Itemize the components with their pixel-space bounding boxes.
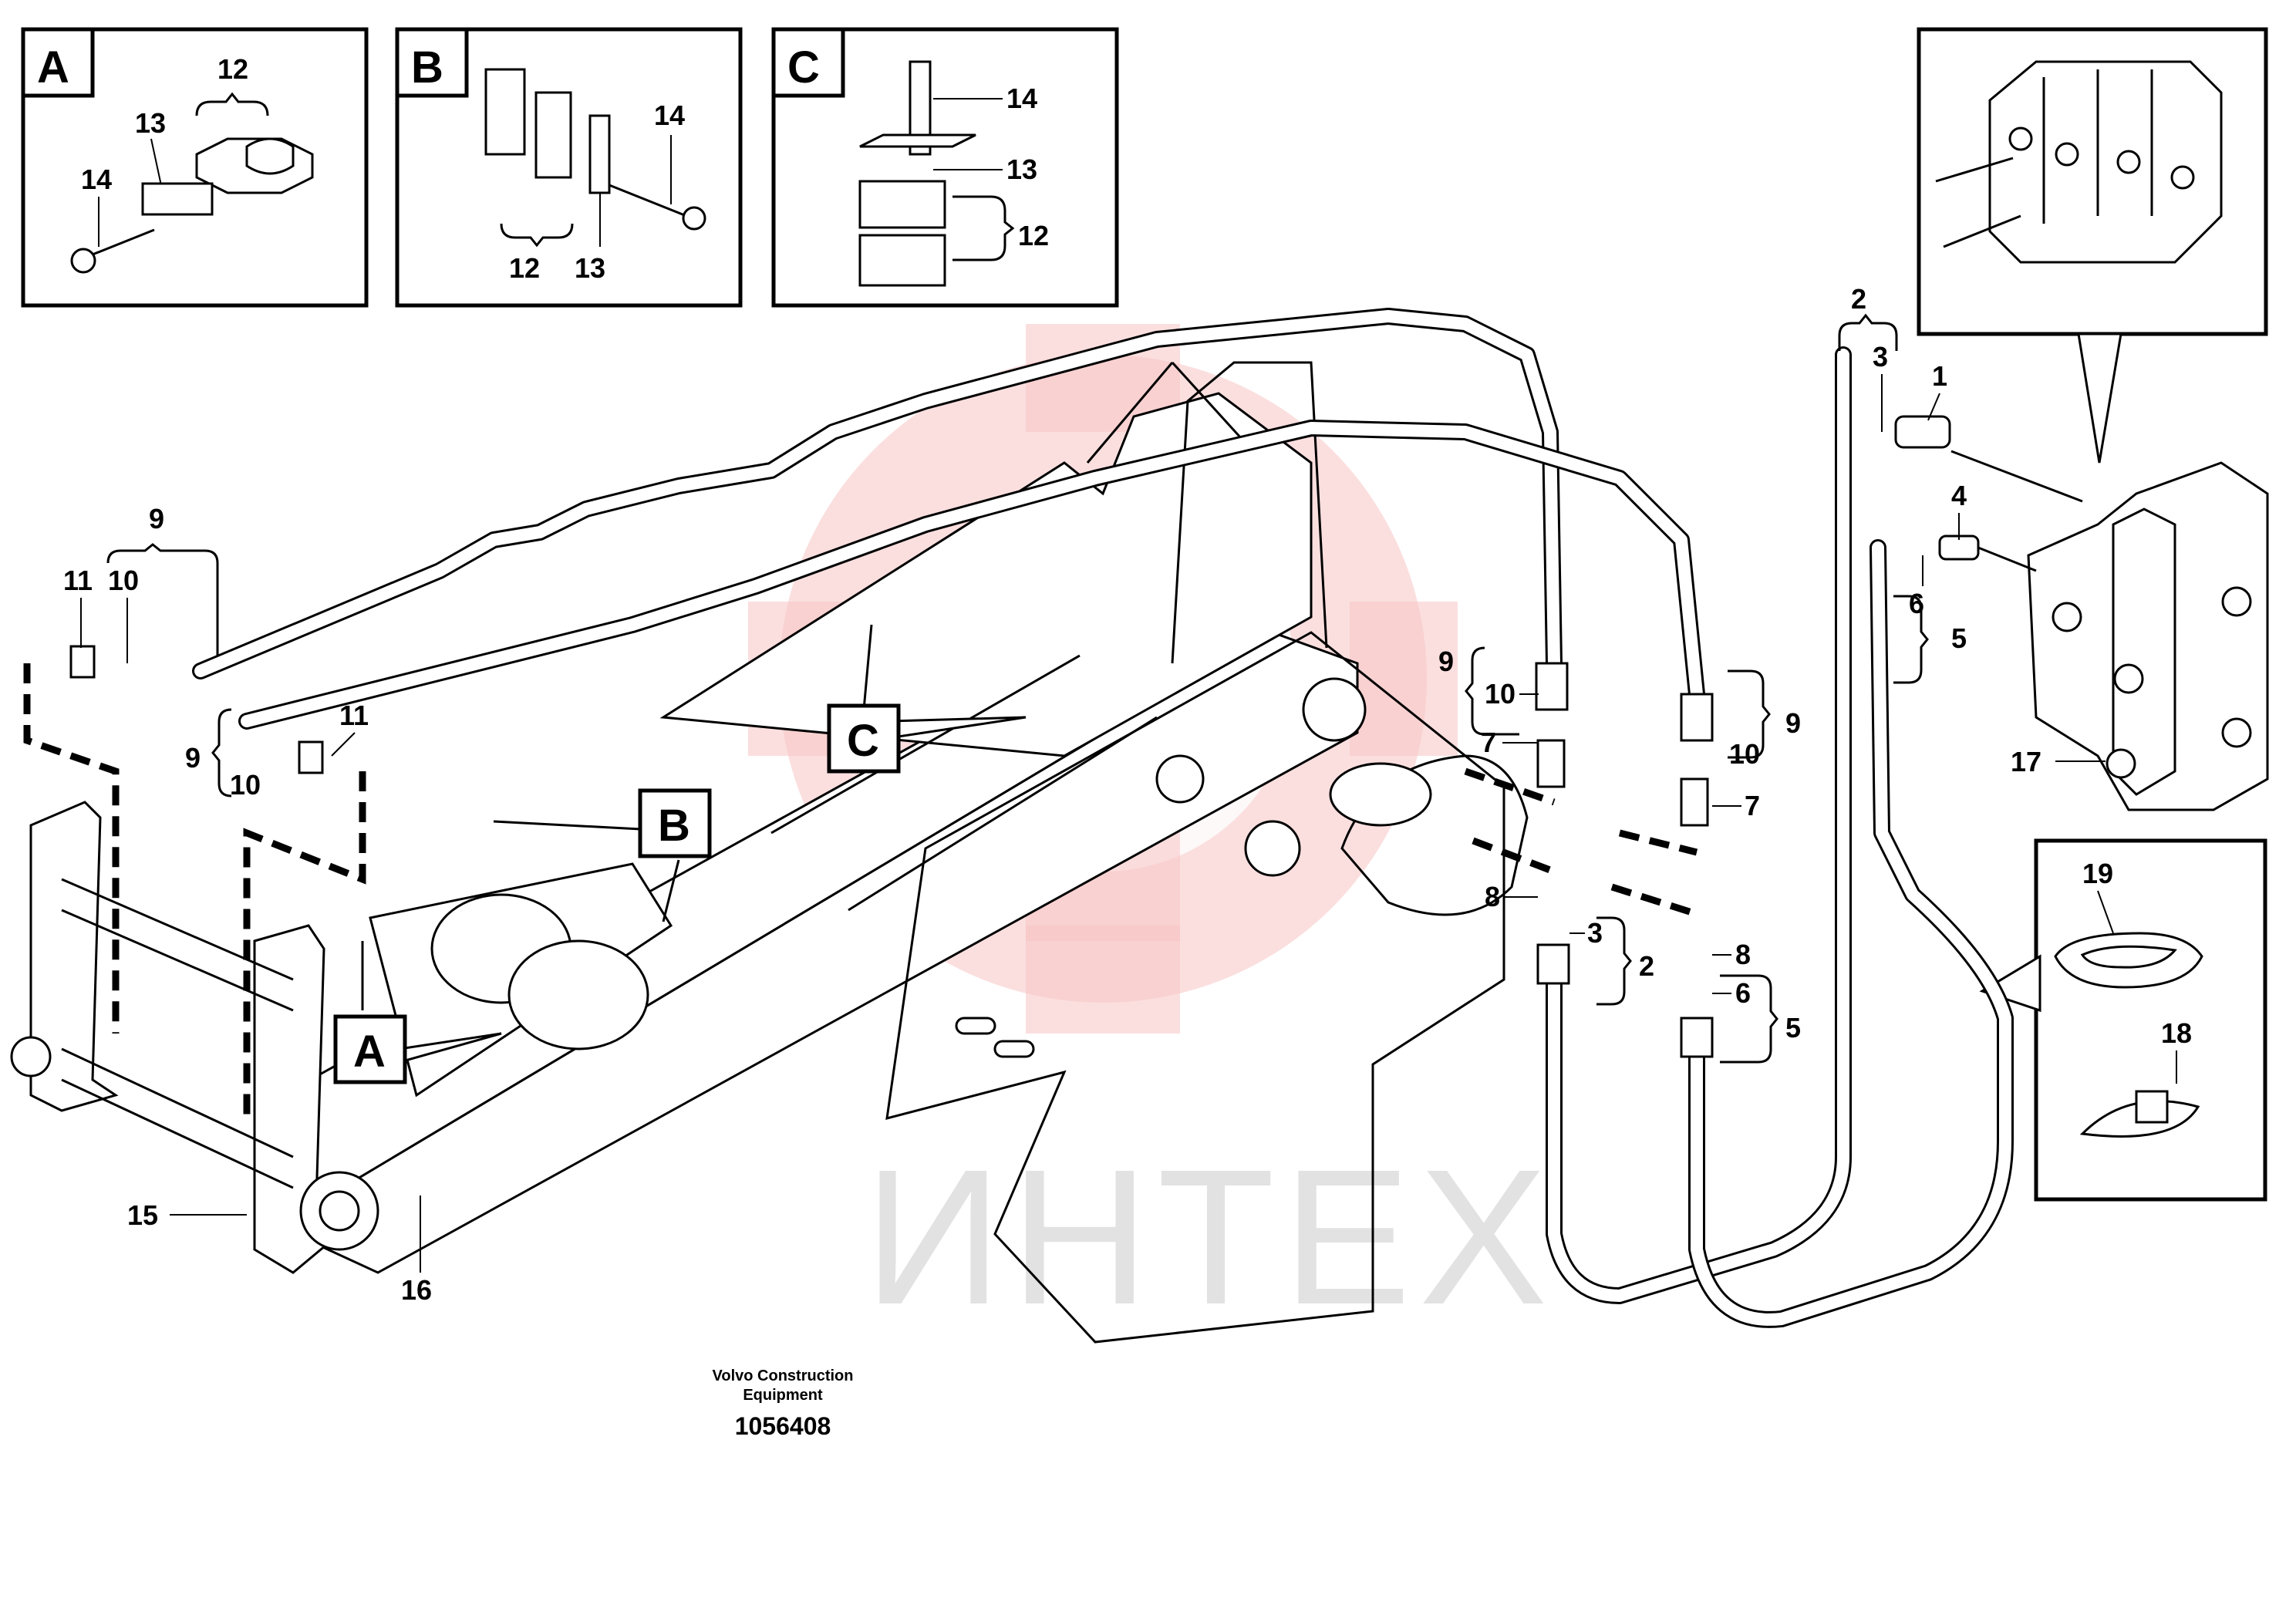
callout-letter-b: B (658, 801, 690, 851)
label-15: 15 (127, 1199, 158, 1231)
label-10: 10 (108, 565, 139, 596)
label-14: 14 (1006, 83, 1037, 114)
label-12: 12 (217, 53, 248, 85)
detail-letter-a: A (37, 42, 69, 93)
label-9: 9 (1785, 707, 1801, 739)
fittings (69, 415, 1980, 1058)
callout-a: A (333, 941, 502, 1084)
label-2: 2 (1639, 950, 1654, 982)
label-16: 16 (401, 1274, 432, 1306)
dashed-connections (23, 663, 1698, 1118)
label-13: 13 (135, 107, 166, 139)
label-13: 13 (1006, 153, 1037, 185)
label-3: 3 (1587, 917, 1603, 949)
label-5: 5 (1785, 1012, 1801, 1044)
label-9: 9 (149, 503, 164, 534)
control-valve (1950, 450, 2269, 811)
callout-letter-c: C (847, 716, 879, 766)
label-11: 11 (63, 565, 93, 596)
clamp-detail-box: 19 18 (1979, 838, 2267, 1202)
drawing-number: 1056408 (735, 1412, 831, 1440)
label-11: 11 (339, 700, 369, 731)
detail-letter-b: B (411, 42, 443, 93)
hose-lines (192, 308, 2014, 1328)
company-name-line1: Volvo Construction (713, 1367, 854, 1384)
label-14: 14 (654, 99, 685, 131)
label-12: 12 (509, 252, 540, 284)
watermark-text: ИНТЕХ (864, 1129, 1555, 1344)
label-9: 9 (1438, 646, 1454, 677)
label-5: 5 (1951, 622, 1967, 654)
label-7: 7 (1481, 727, 1496, 758)
callout-letter-a: A (353, 1027, 386, 1077)
callout-c: C (827, 624, 1027, 774)
detail-letter-c: C (787, 42, 820, 93)
detail-view-a: A 12 13 14 (21, 27, 369, 308)
quick-coupler (10, 801, 673, 1274)
label-12: 12 (1018, 220, 1049, 251)
label-14: 14 (81, 164, 112, 195)
label-17: 17 (2011, 746, 2041, 777)
label-10: 10 (1485, 678, 1515, 710)
detail-view-b: B 12 13 14 (395, 27, 743, 308)
label-2: 2 (1851, 283, 1866, 315)
footer: Volvo Construction Equipment 1056408 (713, 1367, 854, 1440)
label-9: 9 (185, 742, 201, 774)
label-19: 19 (2082, 858, 2113, 889)
callout-b: B (493, 788, 712, 922)
detail-view-c: C 14 13 12 (771, 27, 1119, 308)
label-10: 10 (1729, 738, 1760, 770)
label-8: 8 (1485, 881, 1500, 912)
label-10: 10 (230, 769, 261, 801)
label-3: 3 (1873, 341, 1888, 373)
label-13: 13 (575, 252, 605, 284)
part-labels: 9 11 10 9 10 11 9 10 7 9 10 7 8 3 2 8 6 … (63, 283, 2106, 1306)
label-6: 6 (1735, 977, 1751, 1009)
label-4: 4 (1951, 480, 1967, 511)
valve-detail-box (1917, 27, 2268, 464)
company-name-line2: Equipment (743, 1387, 823, 1404)
label-1: 1 (1932, 360, 1947, 392)
label-8: 8 (1735, 939, 1751, 970)
label-7: 7 (1745, 790, 1760, 821)
boom-structure (253, 361, 1529, 1344)
label-18: 18 (2161, 1017, 2192, 1049)
